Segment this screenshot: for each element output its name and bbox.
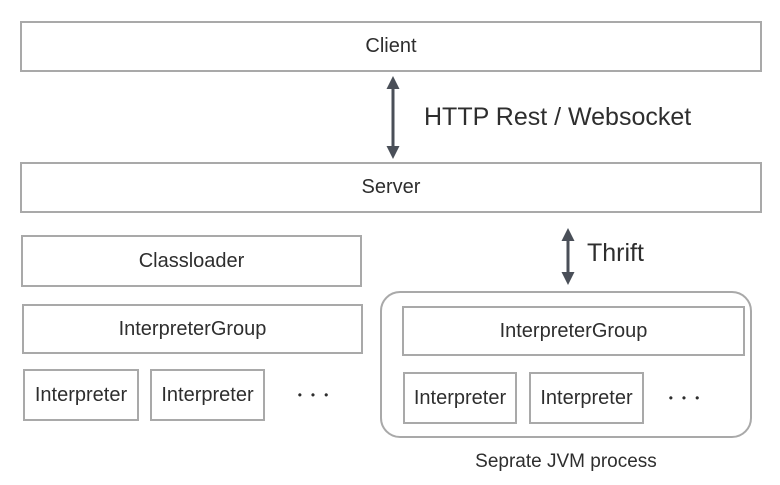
left-interpreter-box-2: Interpreter [150,369,265,421]
left-interpreter-label-2: Interpreter [161,383,254,406]
left-interpreter-box-1: Interpreter [23,369,139,421]
http-rest-websocket-label: HTTP Rest / Websocket [424,103,692,131]
server-jvm-double-arrow-icon [561,228,575,285]
left-interpreter-group-box: InterpreterGroup [22,304,363,354]
thrift-label: Thrift [587,239,644,267]
jvm-interpreter-group-box: InterpreterGroup [402,306,745,356]
left-interpreter-label-1: Interpreter [34,383,128,406]
client-box: Client [20,21,762,72]
client-server-double-arrow-icon [386,76,400,159]
jvm-interpreter-label-2: Interpreter [540,386,633,409]
classloader-label: Classloader [138,249,245,272]
client-label: Client [365,35,417,57]
classloader-box: Classloader [21,235,362,287]
server-label: Server [361,176,421,198]
jvm-more-interpreters-ellipsis: ••• [668,391,709,405]
jvm-process-container: InterpreterGroup Interpreter Interpreter… [380,291,752,438]
jvm-process-caption: Seprate JVM process [475,451,657,472]
left-interpreter-group-label: InterpreterGroup [118,317,267,340]
server-box: Server [20,162,762,213]
jvm-interpreter-label-1: Interpreter [413,386,507,409]
jvm-interpreter-box-1: Interpreter [403,372,517,424]
left-more-interpreters-ellipsis: ••• [297,388,338,402]
jvm-interpreter-box-2: Interpreter [529,372,644,424]
jvm-interpreter-group-label: InterpreterGroup [499,319,648,342]
